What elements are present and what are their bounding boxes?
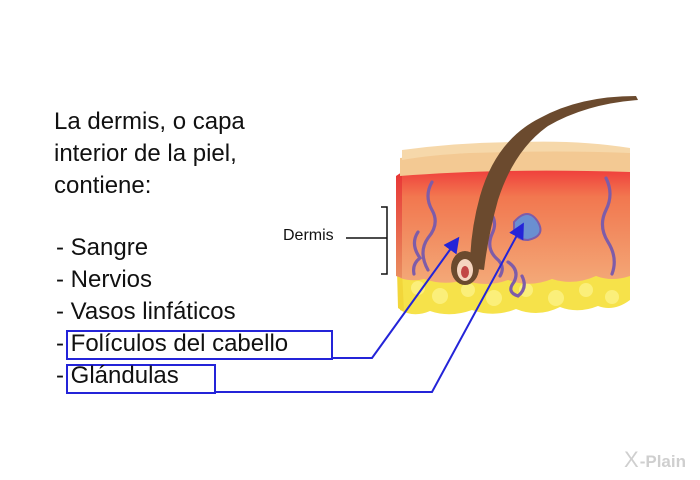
highlight-annotations <box>66 222 524 394</box>
list-item: - Folículos del cabello <box>56 328 288 360</box>
highlight-box-glands <box>66 364 216 394</box>
dermis-label: Dermis <box>283 227 334 244</box>
list-dash: - <box>56 298 64 325</box>
list-item-lymph: Vasos linfáticos <box>70 298 236 325</box>
logo-text: -Plain <box>639 452 686 471</box>
dermis-bracket <box>346 206 388 275</box>
list-dash: - <box>56 330 64 357</box>
intro-line-3: contiene: <box>54 172 152 199</box>
list-item: - Vasos linfáticos <box>56 296 288 328</box>
vessels <box>412 176 616 298</box>
list-item-glands: Glándulas <box>70 362 179 389</box>
hair <box>451 96 638 285</box>
xplain-logo: X-Plain <box>624 447 686 473</box>
arrow-to-follicle <box>332 236 460 359</box>
list-item: - Sangre <box>56 232 288 264</box>
arrow-to-gland <box>215 222 524 393</box>
list-item-blood: Sangre <box>70 234 149 261</box>
components-list: - Sangre - Nervios - Vasos linfáticos - … <box>56 232 288 392</box>
highlight-box-follicles <box>66 330 333 360</box>
list-dash: - <box>56 266 64 293</box>
intro-line-2: interior de la piel, <box>54 140 237 167</box>
intro-text: La dermis, o capa interior de la piel, c… <box>54 106 314 202</box>
intro-line-1: La dermis, o capa <box>54 108 245 135</box>
list-item-nerves: Nervios <box>70 266 153 293</box>
list-dash: - <box>56 362 64 389</box>
list-item: - Glándulas <box>56 360 288 392</box>
list-item-follicles: Folículos del cabello <box>70 330 289 357</box>
x-mark-icon: X <box>624 447 639 472</box>
list-dash: - <box>56 234 64 261</box>
list-item: - Nervios <box>56 264 288 296</box>
